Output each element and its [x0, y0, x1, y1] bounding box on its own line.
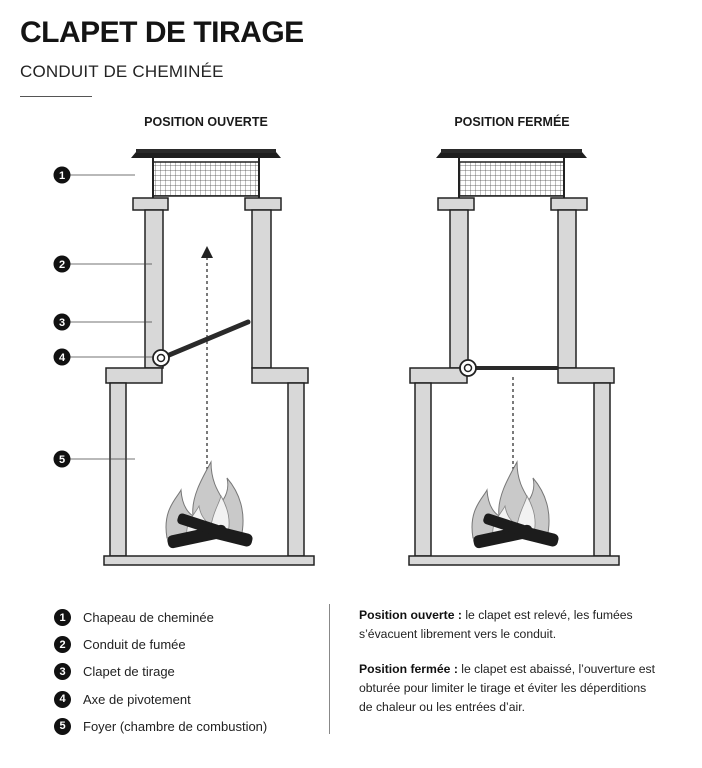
- flue-walls: [437, 197, 588, 369]
- legend-badge: 1: [54, 609, 71, 627]
- svg-text:2: 2: [59, 259, 65, 271]
- legend-badge: 5: [54, 717, 71, 735]
- description-text: le clapet est relevé, les fumées s’évacu…: [359, 608, 633, 641]
- pivot-axis-open: [152, 349, 170, 367]
- pivot-axis-closed: [459, 359, 477, 377]
- svg-text:5: 5: [59, 454, 65, 466]
- callout-5: 5: [53, 450, 135, 468]
- chimney-cap: [131, 149, 281, 198]
- svg-text:4: 4: [59, 352, 66, 364]
- damper-plate-open: [159, 319, 251, 361]
- chimney-cap: [436, 149, 587, 198]
- closed-position-label: POSITION FERMÉE: [454, 114, 569, 129]
- callout-3: 3: [53, 313, 152, 331]
- svg-text:3: 3: [59, 317, 65, 329]
- legend-badge: 3: [54, 663, 71, 681]
- firebox: [103, 367, 315, 566]
- open-position-description: Position ouverte : le clapet est relevé,…: [359, 606, 659, 644]
- legend-label: Axe de pivotement: [83, 691, 191, 707]
- legend-label: Clapet de tirage: [83, 664, 175, 680]
- legend-item: 2 Conduit de fumée: [54, 631, 267, 658]
- legend-label: Foyer (chambre de combustion): [83, 718, 268, 734]
- chimney-damper-diagram: POSITION OUVERTE: [53, 114, 620, 566]
- legend-badge: 4: [54, 690, 71, 708]
- fire-closed: [471, 460, 559, 549]
- title-underline: [20, 96, 92, 97]
- description-heading: Position ouverte :: [359, 608, 462, 622]
- flue-walls: [132, 197, 282, 369]
- firebox: [408, 367, 620, 566]
- legend-divider: [329, 604, 330, 734]
- page-title: CLAPET DE TIRAGE: [20, 16, 304, 49]
- closed-position-description: Position fermée : le clapet est abaissé,…: [359, 660, 659, 717]
- legend-label: Chapeau de cheminée: [83, 610, 214, 626]
- fire-open: [165, 460, 253, 549]
- legend: 1 Chapeau de cheminée 2 Conduit de fumée…: [54, 604, 267, 740]
- open-chimney: [103, 149, 315, 566]
- description-text: le clapet est abaissé, l’ouverture est o…: [359, 662, 656, 714]
- callout-2: 2: [53, 255, 152, 273]
- legend-badge: 2: [54, 636, 71, 654]
- logs-closed: [473, 513, 559, 549]
- legend-item: 4 Axe de pivotement: [54, 686, 267, 713]
- description-heading: Position fermée :: [359, 662, 458, 676]
- callout-1: 1: [53, 166, 135, 184]
- callout-4: 4: [53, 348, 152, 366]
- callout-markers: 1 2 3 4 5: [53, 166, 152, 468]
- closed-chimney: [408, 149, 620, 566]
- open-position-label: POSITION OUVERTE: [144, 115, 268, 129]
- legend-item: 1 Chapeau de cheminée: [54, 604, 267, 631]
- legend-item: 3 Clapet de tirage: [54, 658, 267, 685]
- svg-text:1: 1: [59, 170, 65, 182]
- page-subtitle: CONDUIT DE CHEMINÉE: [20, 62, 224, 81]
- legend-item: 5 Foyer (chambre de combustion): [54, 713, 267, 740]
- legend-label: Conduit de fumée: [83, 637, 186, 653]
- logs-open: [167, 513, 253, 549]
